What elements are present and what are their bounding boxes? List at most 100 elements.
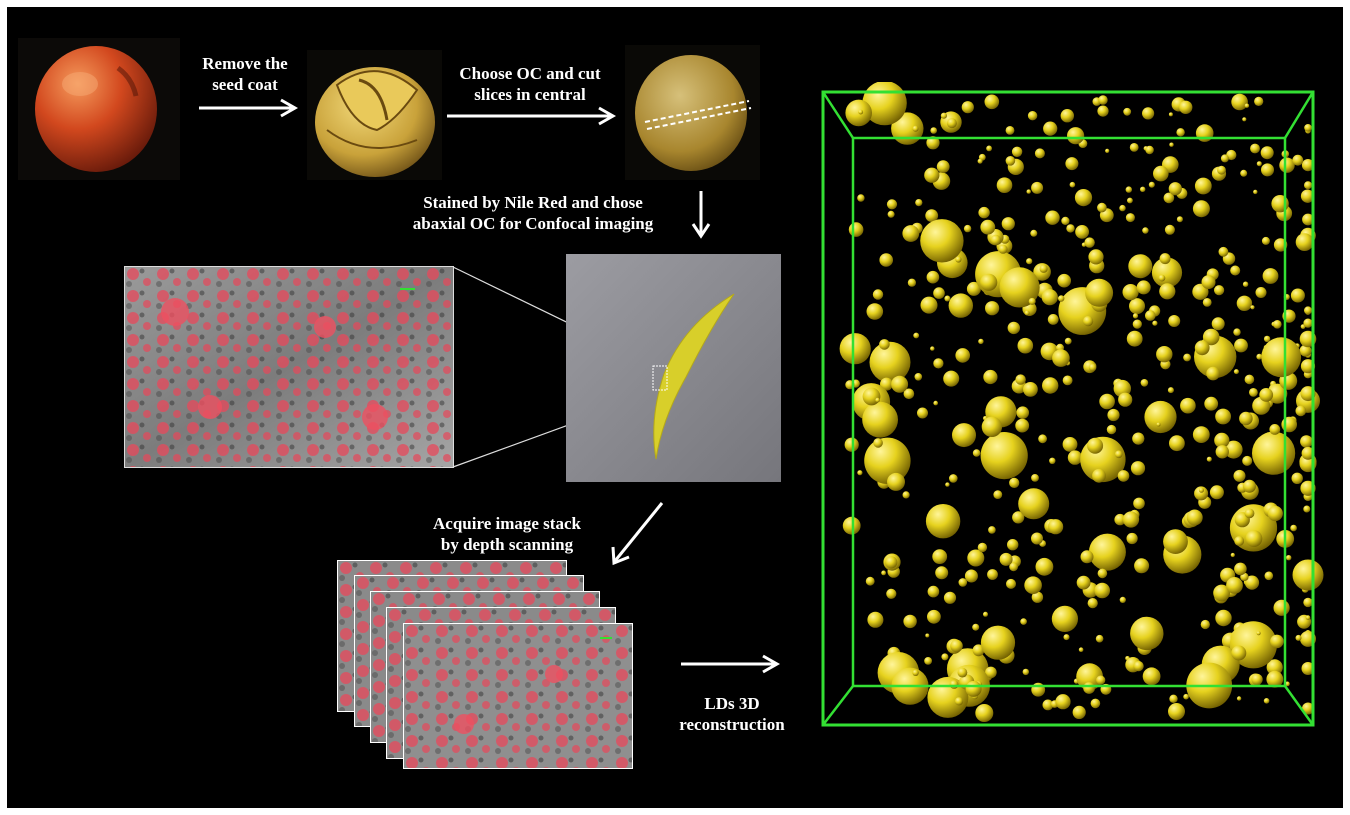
figure-canvas: Remove the seed coat Choose OC and cut s… [7, 7, 1343, 808]
lipid-droplet [1230, 552, 1235, 558]
lipid-droplet [1140, 186, 1146, 192]
lipid-droplet [933, 400, 938, 406]
lipid-droplet [1267, 505, 1283, 522]
arrow-down-icon [691, 191, 711, 239]
lipid-droplet [1303, 318, 1313, 328]
lipid-droplet [945, 482, 950, 487]
lipid-droplet [1192, 426, 1210, 443]
lipid-droplet [858, 109, 864, 115]
lipid-droplet [1264, 571, 1274, 581]
lipid-droplet [1034, 148, 1045, 159]
lipid-droplet [1132, 319, 1142, 329]
lipid-droplet [1142, 667, 1161, 686]
lipid-droplet [887, 210, 895, 218]
lipid-droplet [996, 177, 1013, 193]
lipid-droplet [1122, 511, 1140, 528]
lipid-droplet [1038, 434, 1047, 444]
arrow-right-icon [681, 654, 781, 674]
lipid-droplet [1105, 148, 1110, 153]
lipid-droplet [1250, 143, 1260, 154]
lipid-droplet [1043, 121, 1058, 136]
lipid-droplet [875, 397, 880, 403]
lipid-droplet [1026, 189, 1031, 194]
lipid-droplet [1242, 117, 1247, 122]
lipid-droplet [1130, 616, 1164, 651]
lipid-droplet [844, 437, 859, 452]
lipid-droplet [873, 438, 883, 448]
lipid-droplet [1234, 536, 1245, 546]
lipid-droplet [949, 680, 959, 689]
lipid-droplet [966, 281, 981, 296]
lipid-droplet [1224, 440, 1243, 459]
lipid-droplet [1132, 313, 1139, 319]
lipid-droplet [1270, 634, 1284, 649]
lipid-droplet [980, 432, 1028, 480]
lipid-droplet [1301, 662, 1315, 675]
lipid-droplet [1020, 618, 1027, 625]
lipid-droplet [983, 611, 988, 617]
lipid-droplet [1084, 237, 1095, 248]
lipid-droplet [1041, 289, 1058, 306]
whole-seed-photo [18, 38, 180, 180]
lipid-droplet [944, 295, 951, 302]
lipid-droplet [1001, 217, 1015, 231]
lipid-droplet [879, 339, 890, 350]
lipid-droplet [1142, 107, 1155, 120]
lipid-droplet [1233, 328, 1241, 336]
lipid-droplet [1039, 264, 1048, 273]
lipid-droplet [915, 199, 923, 207]
step-label-choose-oc: Choose OC and cut slices in central [459, 64, 601, 104]
lipid-droplet [952, 423, 976, 448]
lipid-droplet [1080, 550, 1094, 564]
lipid-droplet [1251, 673, 1263, 686]
lipid-droplet [1291, 472, 1303, 484]
lipid-droplet [1250, 305, 1255, 310]
lipid-droplet [1030, 229, 1038, 237]
lipid-droplet [977, 158, 983, 164]
lipid-droplet [862, 401, 898, 438]
lipid-droplet [902, 225, 920, 242]
lipid-droplet [1213, 584, 1230, 602]
lipid-droplet [925, 209, 939, 222]
lipid-droplet [1201, 275, 1216, 290]
lipid-droplet [1129, 143, 1139, 152]
lipid-droplet [1097, 105, 1109, 117]
lipid-droplet [1249, 388, 1258, 397]
lipid-droplet [949, 474, 958, 483]
lipid-droplet [1123, 107, 1132, 116]
lipid-droplet [1256, 631, 1261, 636]
lipid-droplet [1195, 124, 1214, 142]
lipid-droplet [987, 569, 998, 580]
lipid-droplet [881, 570, 886, 576]
lipid-droplet [1042, 699, 1054, 711]
lipid-droplet [1301, 159, 1315, 172]
lipid-droplet [926, 270, 940, 284]
lipid-droplet [1215, 609, 1232, 627]
lipid-droplet [985, 666, 997, 679]
lipid-droplet [857, 194, 865, 202]
lipid-droplet [1114, 513, 1126, 526]
lipid-droplet [954, 697, 964, 706]
lipid-droplet [1067, 450, 1083, 465]
lipid-droplet [1214, 432, 1230, 448]
lipid-droplet [917, 407, 928, 419]
lipid-droplet [1169, 435, 1185, 452]
lipid-droplet [978, 338, 984, 345]
lipid-droplet [1092, 468, 1106, 483]
lipid-droplet [1119, 596, 1126, 604]
lipid-droplet [1233, 369, 1239, 375]
lipid-droplet [1269, 424, 1281, 435]
lipid-droplet [924, 657, 932, 665]
lipid-droplet [1063, 634, 1070, 641]
lipid-droplet [1255, 287, 1267, 298]
lipid-droplet [990, 234, 1001, 246]
lipid-droplet [857, 470, 863, 476]
lipid-droplet [943, 370, 960, 387]
lipid-droplet [958, 578, 968, 587]
lipid-droplet [1062, 437, 1078, 452]
lipid-droplet [1214, 285, 1225, 296]
arrow-right-icon [199, 98, 299, 118]
lipid-droplet [946, 118, 957, 129]
lipid-droplet [1015, 418, 1030, 433]
lipid-droplet [1292, 559, 1324, 591]
